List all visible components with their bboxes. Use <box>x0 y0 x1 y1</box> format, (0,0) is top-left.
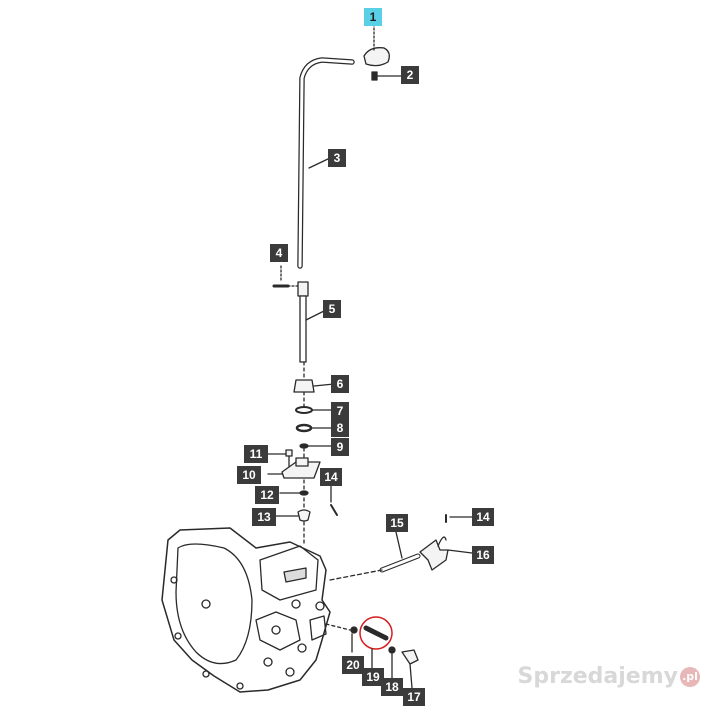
callout-19: 19 <box>362 668 384 686</box>
callout-10: 10 <box>237 466 261 484</box>
spring-highlight-circle <box>359 616 393 650</box>
callout-9: 9 <box>331 438 349 456</box>
shift-shaft <box>297 281 309 297</box>
callout-7: 7 <box>331 402 349 420</box>
callout-12: 12 <box>255 486 279 504</box>
callout-11: 11 <box>244 445 268 463</box>
small-screw <box>371 71 378 81</box>
oring-8 <box>295 423 313 433</box>
knob-part <box>363 47 390 67</box>
callout-15: 15 <box>386 514 408 532</box>
spring-19 <box>363 625 389 641</box>
callout-1: 1 <box>364 8 382 26</box>
bolt-11 <box>285 449 293 457</box>
callout-13: 13 <box>252 508 276 526</box>
callout-14-right: 14 <box>472 508 494 526</box>
washer-20 <box>350 626 358 634</box>
watermark-text: Sprzedajemy <box>517 664 679 689</box>
shift-fork <box>419 539 449 571</box>
watermark-logo: Sprzedajemy.pl <box>517 664 700 689</box>
gearbox-housing <box>161 527 331 693</box>
callout-6: 6 <box>331 375 349 393</box>
callout-4: 4 <box>270 244 288 262</box>
bushing <box>293 379 315 393</box>
oring-18 <box>388 646 396 654</box>
callout-5: 5 <box>323 300 341 318</box>
callout-17: 17 <box>403 688 425 706</box>
callout-3: 3 <box>328 149 346 167</box>
callout-2: 2 <box>401 66 419 84</box>
cup-13 <box>297 509 311 522</box>
callout-18: 18 <box>381 678 403 696</box>
callout-14-left: 14 <box>320 468 342 486</box>
watermark-suffix: .pl <box>680 666 700 687</box>
plug-17 <box>401 649 419 665</box>
callout-16: 16 <box>472 546 494 564</box>
callout-20: 20 <box>342 656 364 674</box>
callout-8: 8 <box>331 419 349 437</box>
base-plate <box>281 461 321 479</box>
oring-7 <box>295 406 313 414</box>
